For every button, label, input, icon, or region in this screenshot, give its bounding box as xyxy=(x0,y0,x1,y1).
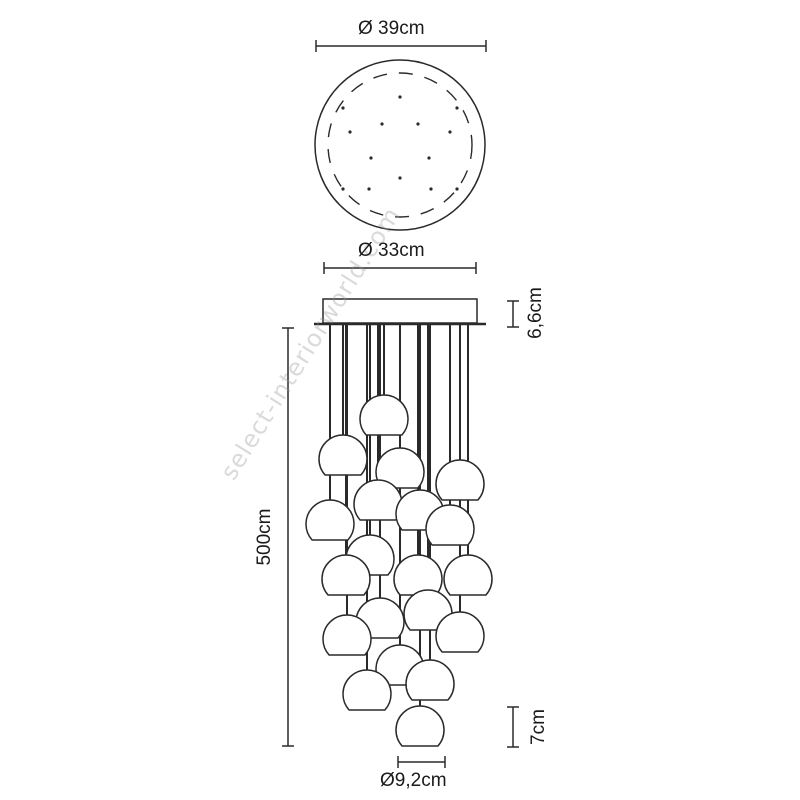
glass-shade xyxy=(359,394,409,436)
glass-shade xyxy=(443,554,493,596)
label-canopy-diameter: Ø 39cm xyxy=(358,18,425,39)
cable-hole xyxy=(448,130,452,134)
glass-shade xyxy=(322,614,372,656)
cable-hole xyxy=(398,95,402,99)
glass-shade xyxy=(425,504,475,546)
dimension-canopy-diameter xyxy=(315,40,487,52)
dimension-canopy-height xyxy=(507,300,519,328)
dimension-shade-height xyxy=(507,706,519,748)
glass-shade xyxy=(342,669,392,711)
dimension-total-height xyxy=(282,327,294,747)
glass-shade xyxy=(393,554,443,596)
cable-hole xyxy=(367,187,371,191)
cable-hole xyxy=(341,106,345,110)
cable-hole xyxy=(369,156,373,160)
dimension-shade-diameter xyxy=(397,756,446,768)
cable-hole xyxy=(348,130,352,134)
cable-hole xyxy=(380,122,384,126)
glass-shade xyxy=(435,459,485,501)
cable-hole xyxy=(455,187,459,191)
cable-hole xyxy=(398,176,402,180)
cable-hole xyxy=(427,156,431,160)
glass-shade xyxy=(405,659,455,701)
cable-hole xyxy=(416,122,420,126)
cable-hole xyxy=(429,187,433,191)
canopy-top-view xyxy=(314,59,486,231)
dimension-plate-diameter xyxy=(323,262,477,274)
glass-shade xyxy=(395,705,445,747)
canopy-side-view xyxy=(314,298,486,326)
label-shade-diameter: Ø9,2cm xyxy=(380,770,447,791)
label-canopy-height: 6,6cm xyxy=(525,287,546,339)
label-total-height: 500cm xyxy=(254,508,275,566)
glass-shade xyxy=(321,554,371,596)
glass-shade xyxy=(353,479,403,521)
glass-shade xyxy=(318,434,368,476)
cable-hole xyxy=(455,106,459,110)
glass-shade xyxy=(375,447,425,489)
glass-shade xyxy=(435,611,485,653)
shades xyxy=(305,394,493,747)
glass-shade xyxy=(305,499,355,541)
label-plate-diameter: Ø 33cm xyxy=(358,240,425,261)
cable-hole xyxy=(341,187,345,191)
label-shade-height: 7cm xyxy=(528,709,549,745)
cable-holes xyxy=(341,95,459,191)
